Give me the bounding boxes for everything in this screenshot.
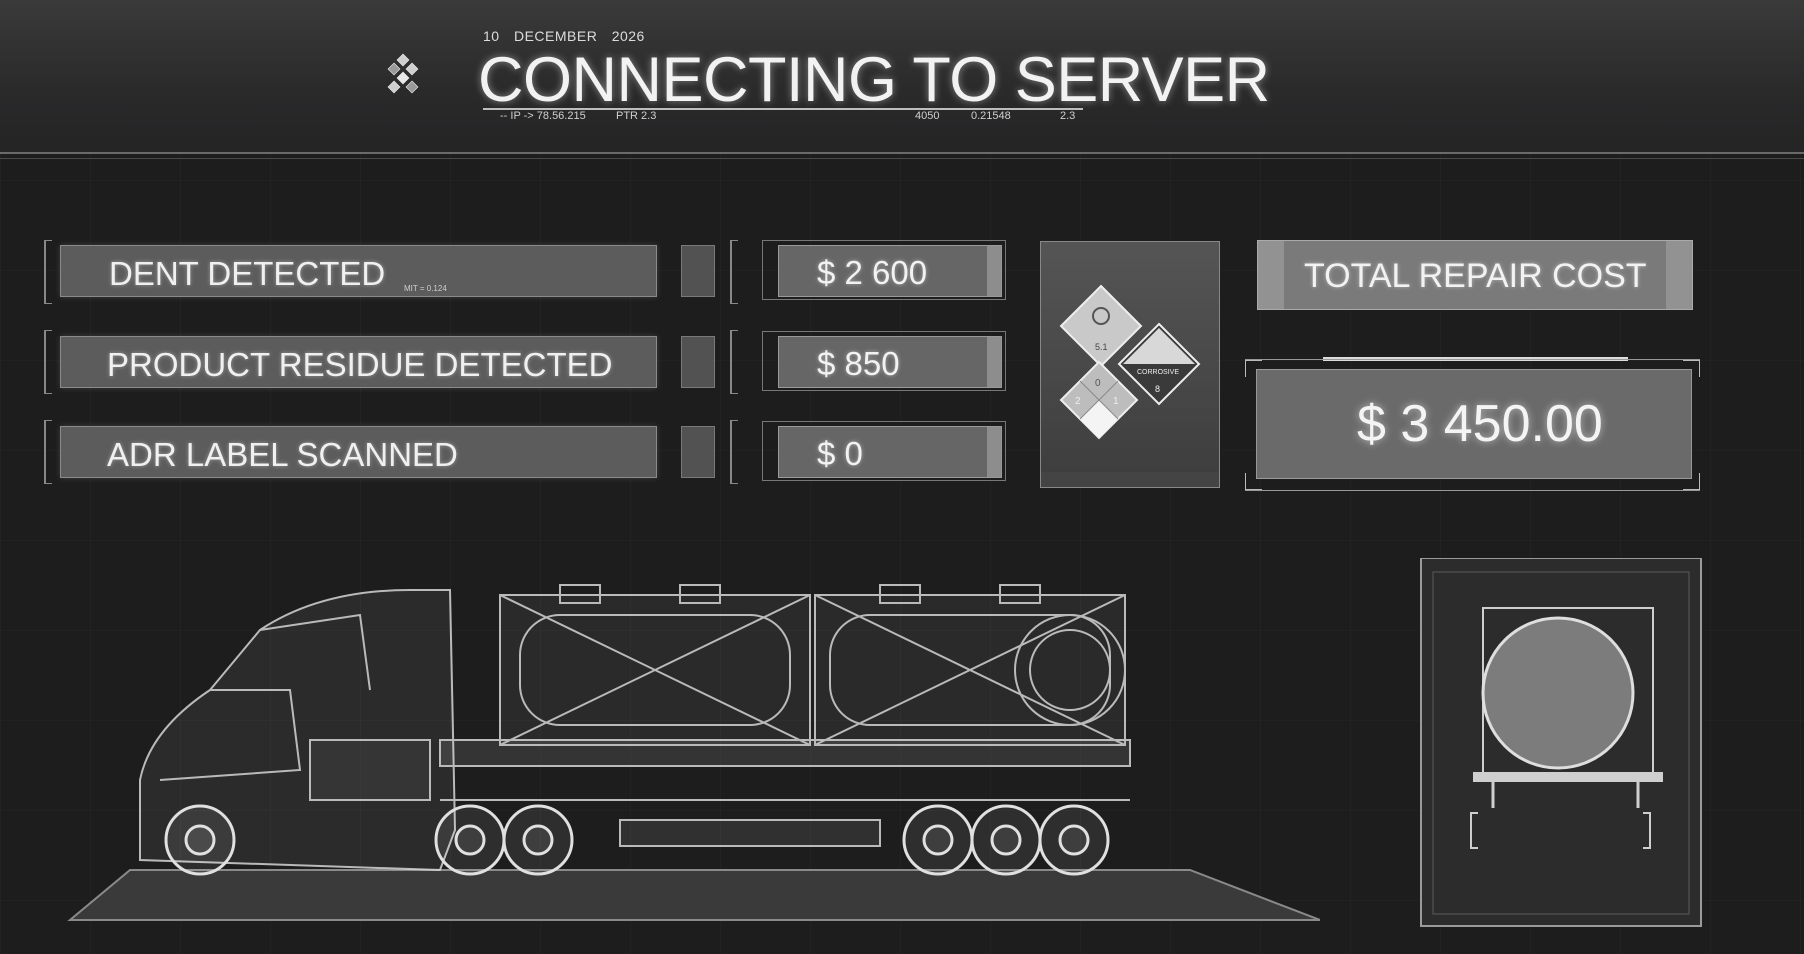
ptr-readout: PTR 2.3	[616, 110, 657, 122]
edge-right	[1666, 241, 1692, 309]
row-bracket	[44, 420, 52, 484]
frame-corner	[1683, 360, 1700, 377]
hazard-label-panel: 5.1 CORROSIVE 8 0 2 1	[1040, 241, 1220, 488]
status-square	[681, 426, 715, 478]
detection-row-dent: DENT DETECTED MIT = 0.124	[60, 245, 657, 297]
value-frame	[762, 331, 1006, 391]
hazard-diamonds-icon: 5.1 CORROSIVE 8 0 2 1	[1041, 284, 1219, 487]
detection-label: ADR LABEL SCANNED	[107, 436, 458, 473]
detection-label: PRODUCT RESIDUE DETECTED	[107, 346, 613, 383]
date-label: 10 DECEMBER 2026	[483, 28, 645, 44]
cost-value: $ 850	[817, 345, 900, 382]
detection-note: MIT = 0.124	[404, 284, 447, 293]
flame-icon	[1092, 307, 1110, 325]
truck-wheels	[164, 804, 1110, 876]
status-square	[681, 336, 715, 388]
edge-left	[1258, 241, 1284, 309]
detection-cost-adr: $ 0	[778, 426, 1002, 478]
frame-corner	[1245, 473, 1262, 490]
title-underline	[483, 108, 1083, 110]
tank-end-view	[1420, 558, 1702, 927]
truck-wireframe	[139, 584, 1131, 872]
row-bracket	[730, 420, 738, 484]
readout-2: 0.21548	[971, 110, 1011, 122]
detection-cost-residue: $ 850	[778, 336, 1002, 388]
value-edge	[987, 246, 1001, 296]
nfpa-value: 0	[1095, 378, 1101, 389]
cost-value: $ 2 600	[817, 254, 928, 291]
row-bracket	[730, 330, 738, 394]
corrosive-label: CORROSIVE	[1137, 369, 1179, 376]
header-divider	[0, 158, 1804, 159]
detection-label: DENT DETECTED	[109, 255, 386, 292]
total-cost-value: $ 3 450.00	[1357, 395, 1603, 453]
total-cost-label: TOTAL REPAIR COST	[1304, 257, 1647, 295]
page-title: CONNECTING TO SERVER	[478, 45, 1270, 115]
truck-xray-illustration	[67, 584, 1320, 921]
value-edge	[987, 337, 1001, 387]
frame-corner	[1683, 473, 1700, 490]
logo-icon	[387, 53, 419, 94]
detection-row-residue: PRODUCT RESIDUE DETECTED	[60, 336, 657, 388]
readout-3: 2.3	[1060, 110, 1076, 122]
ip-readout: -- IP -> 78.56.215	[500, 110, 586, 122]
total-cost-box: $ 3 450.00	[1256, 369, 1692, 479]
row-bracket	[44, 330, 52, 394]
total-cost-label-box: TOTAL REPAIR COST	[1257, 240, 1693, 310]
nfpa-value: 1	[1113, 396, 1119, 407]
status-square	[681, 245, 715, 297]
row-bracket	[44, 240, 52, 304]
class-label: 8	[1155, 384, 1160, 394]
nfpa-value: 2	[1075, 396, 1081, 407]
detection-cost-dent: $ 2 600	[778, 245, 1002, 297]
detection-row-adr: ADR LABEL SCANNED	[60, 426, 657, 478]
tank-circle-icon	[1481, 616, 1635, 770]
value-frame	[762, 240, 1006, 300]
value-frame	[762, 421, 1006, 481]
frame-corner	[1245, 360, 1262, 377]
readout-1: 4050	[915, 110, 940, 122]
value-edge	[987, 427, 1001, 477]
class-label: 5.1	[1095, 342, 1108, 352]
header-bar	[0, 0, 1804, 154]
row-bracket	[730, 240, 738, 304]
total-frame	[1245, 359, 1700, 491]
floor-plate	[67, 869, 1320, 921]
tank-base	[1473, 772, 1663, 782]
cost-value: $ 0	[817, 435, 863, 472]
